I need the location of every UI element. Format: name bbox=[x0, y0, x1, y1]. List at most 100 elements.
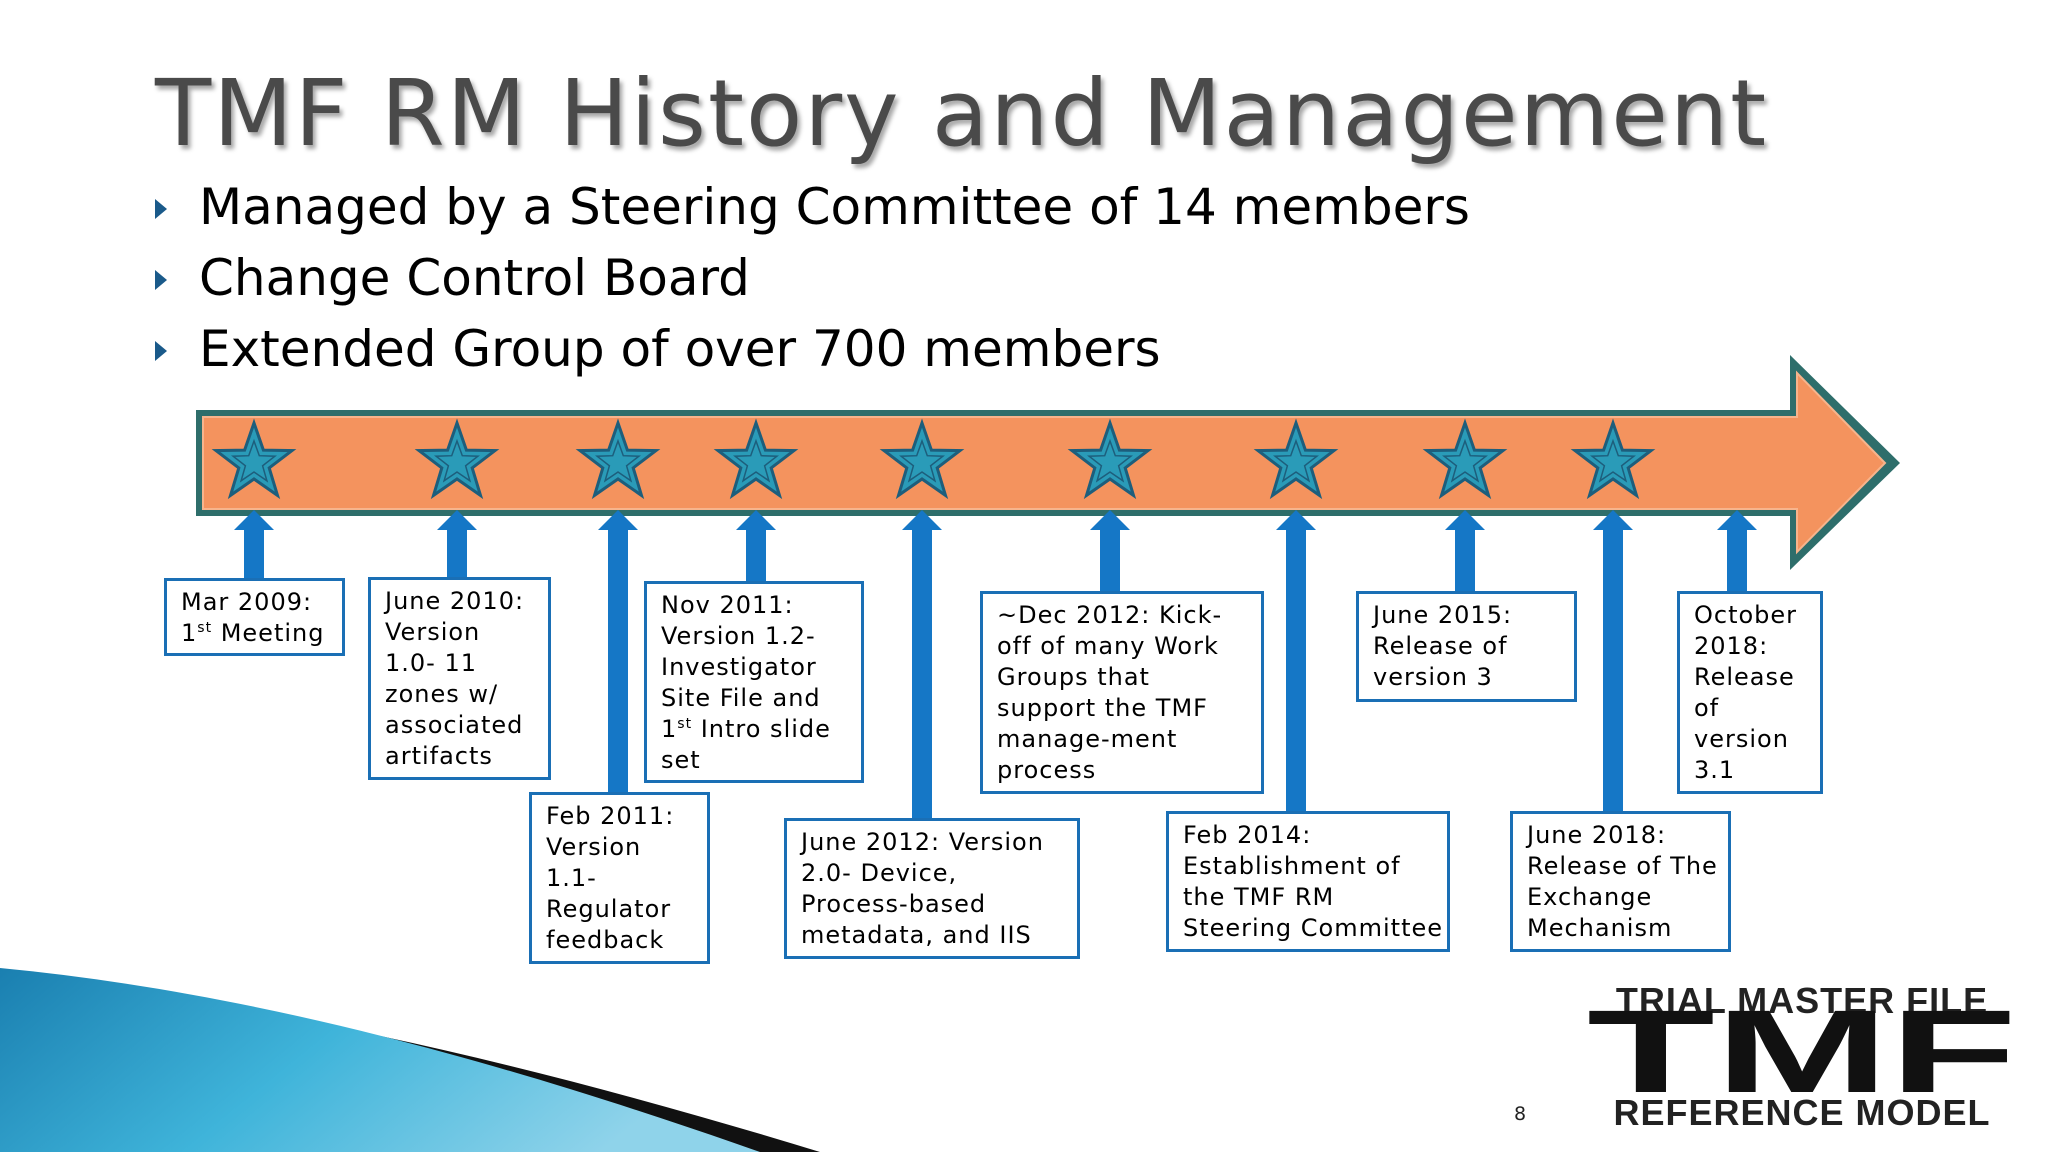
event-text-line: Exchange bbox=[1527, 883, 1653, 911]
star-icon bbox=[1570, 418, 1656, 500]
logo-main-mark: TMF bbox=[1587, 1008, 2017, 1098]
star-icon bbox=[211, 418, 297, 500]
event-text-line: Investigator bbox=[661, 653, 817, 681]
star-inner-icon bbox=[733, 438, 779, 483]
event-text-line: Establishment of bbox=[1183, 852, 1401, 880]
event-text-line: 3.1 bbox=[1694, 756, 1736, 784]
event-text-line: Nov 2011: bbox=[661, 591, 794, 619]
event-text-line: June 2010: bbox=[385, 587, 525, 615]
star-icon bbox=[1067, 418, 1153, 500]
bullet-list: Managed by a Steering Committee of 14 me… bbox=[155, 172, 1470, 385]
bullet-text: Extended Group of over 700 members bbox=[199, 320, 1161, 378]
star-inner-icon bbox=[1273, 438, 1319, 483]
connector-arrow bbox=[608, 530, 628, 792]
triangle-bullet-icon bbox=[155, 199, 167, 219]
event-text-line: Groups that bbox=[997, 663, 1150, 691]
bullet-text: Managed by a Steering Committee of 14 me… bbox=[199, 178, 1470, 236]
event-text-line: zones w/ bbox=[385, 680, 499, 708]
event-text-line: 2018: bbox=[1694, 632, 1769, 660]
star-inner-icon bbox=[899, 438, 945, 483]
event-text-line: support the TMF bbox=[997, 694, 1208, 722]
event-text-line: Steering Committee bbox=[1183, 914, 1444, 942]
connector-arrow bbox=[1286, 530, 1306, 811]
event-text-line: 1.0- 11 bbox=[385, 649, 477, 677]
star-inner-icon bbox=[1442, 438, 1488, 483]
event-text-line: Feb 2011: bbox=[546, 802, 675, 830]
logo-bottom-text: REFERENCE MODEL bbox=[1613, 1092, 1991, 1133]
event-box: June 2010: Version 1.0- 11 zones w/associat… bbox=[368, 577, 551, 780]
star-icon bbox=[1253, 418, 1339, 500]
event-text-line: Site File and bbox=[661, 684, 821, 712]
event-text-line: Release of bbox=[1373, 632, 1508, 660]
connector-arrowhead bbox=[437, 510, 477, 530]
star-inner-icon bbox=[434, 438, 480, 483]
connector-arrow bbox=[746, 530, 766, 581]
connector-arrowhead bbox=[1276, 510, 1316, 530]
connector-arrowhead bbox=[1593, 510, 1633, 530]
event-text-line: the TMF RM bbox=[1183, 883, 1335, 911]
star-icon bbox=[1422, 418, 1508, 500]
event-text-line: 2.0- Device, bbox=[801, 859, 958, 887]
event-text-line: 1.1- bbox=[546, 864, 597, 892]
star-icon bbox=[414, 418, 500, 500]
logo-main-text: TMF bbox=[1587, 1008, 2017, 1098]
event-text-line: Feb 2014: bbox=[1183, 821, 1312, 849]
event-text-line: June 2018: bbox=[1527, 821, 1667, 849]
tmf-logo: TRIAL MASTER FILE TMF REFERENCE MODEL bbox=[1582, 980, 2022, 1133]
star-icon bbox=[879, 418, 965, 500]
event-text-line: associated bbox=[385, 711, 524, 739]
star-inner-icon bbox=[1590, 438, 1636, 483]
connector-arrow bbox=[912, 530, 932, 818]
event-text-line: Mechanism bbox=[1527, 914, 1673, 942]
star-inner-icon bbox=[1087, 438, 1133, 483]
event-text-line: set bbox=[661, 746, 701, 774]
timeline-arrow bbox=[196, 355, 1900, 570]
event-text-line: Version 1.2- bbox=[661, 622, 816, 650]
star-icon bbox=[575, 418, 661, 500]
connector-arrowhead bbox=[736, 510, 776, 530]
connector-arrow bbox=[447, 530, 467, 577]
page-number: 8 bbox=[1514, 1103, 1527, 1125]
connector-arrowhead bbox=[1090, 510, 1130, 530]
connector-arrow bbox=[1455, 530, 1475, 591]
event-text-line: Version bbox=[385, 618, 481, 646]
bullet-item: Change Control Board bbox=[155, 243, 1470, 314]
connector-arrowhead bbox=[902, 510, 942, 530]
connector-arrowhead bbox=[1445, 510, 1485, 530]
star-inner-icon bbox=[595, 438, 641, 483]
arrow-body bbox=[202, 370, 1887, 555]
event-box: Feb 2014: Establishment of the TMF RM Steer… bbox=[1166, 811, 1450, 952]
event-text-line: Version bbox=[546, 833, 642, 861]
connector-arrowhead bbox=[234, 510, 274, 530]
event-text-line: version bbox=[1694, 725, 1789, 753]
slide-title: TMF RM History and Management bbox=[155, 60, 1769, 167]
bullet-item: Extended Group of over 700 members bbox=[155, 314, 1470, 385]
event-text-line: 1st Intro slide bbox=[661, 715, 831, 743]
event-text-line: Mar 2009: bbox=[181, 588, 313, 616]
event-text-line: October bbox=[1694, 601, 1798, 629]
event-box: October 2018: Release of version 3.1 bbox=[1677, 591, 1823, 794]
event-text-line: of bbox=[1694, 694, 1720, 722]
event-text-line: June 2015: bbox=[1373, 601, 1513, 629]
event-text-line: manage-ment bbox=[997, 725, 1178, 753]
triangle-bullet-icon bbox=[155, 341, 167, 361]
connector-arrow bbox=[244, 530, 264, 578]
triangle-bullet-icon bbox=[155, 270, 167, 290]
event-text-line: Process-based bbox=[801, 890, 987, 918]
event-box: June 2012: Version 2.0- Device, Process-ba… bbox=[784, 818, 1080, 959]
event-text-line: version 3 bbox=[1373, 663, 1493, 691]
event-text-line: off of many Work bbox=[997, 632, 1219, 660]
connector-arrowhead bbox=[1717, 510, 1757, 530]
bullet-text: Change Control Board bbox=[199, 249, 750, 307]
event-text-line: artifacts bbox=[385, 742, 493, 770]
connector-arrow bbox=[1100, 530, 1120, 591]
event-text-line: Release bbox=[1694, 663, 1795, 691]
event-text-line: feedback bbox=[546, 926, 665, 954]
event-box: Mar 2009:1st Meeting bbox=[164, 578, 345, 656]
event-text-line: June 2012: Version bbox=[801, 828, 1044, 856]
